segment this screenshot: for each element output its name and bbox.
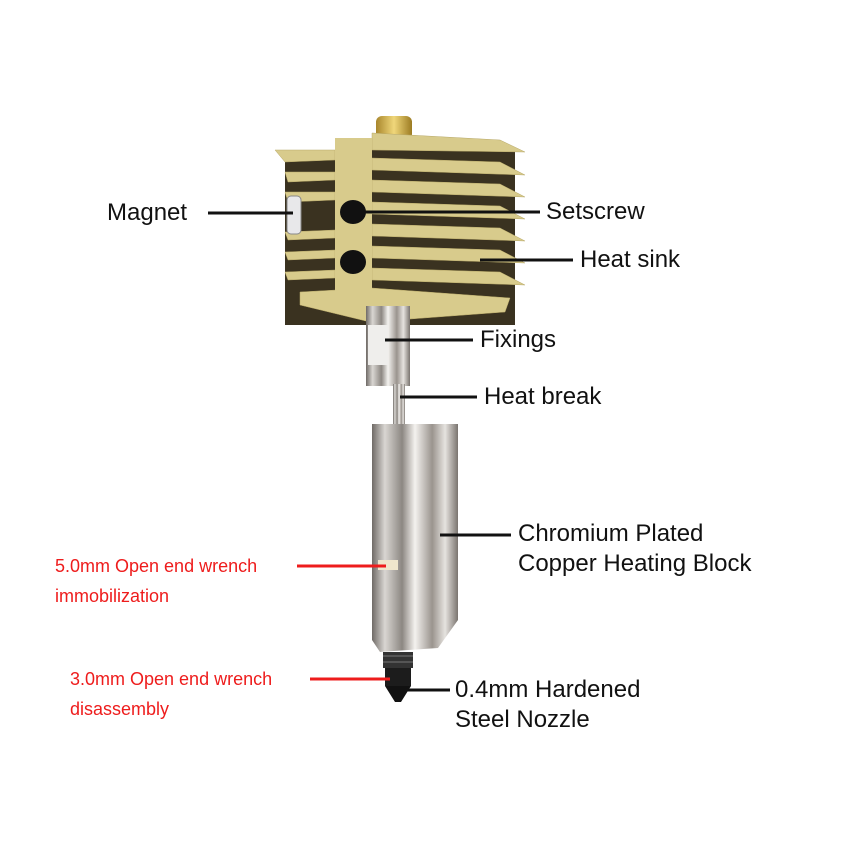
label-nozzle-2: Steel Nozzle bbox=[455, 706, 590, 733]
nozzle bbox=[383, 652, 413, 702]
leader-lines bbox=[208, 210, 573, 692]
heat-break bbox=[393, 384, 405, 424]
setscrew-lower bbox=[340, 250, 366, 274]
label-fixings: Fixings bbox=[480, 326, 557, 353]
note-wrench3-1: 3.0mm Open end wrench bbox=[70, 669, 273, 689]
heating-block bbox=[372, 424, 458, 652]
note-wrench5-2: immobilization bbox=[55, 586, 170, 606]
heat-sink bbox=[274, 132, 526, 325]
label-heating-block-2: Copper Heating Block bbox=[518, 550, 752, 577]
label-heat-break: Heat break bbox=[484, 383, 602, 410]
red-leader-lines bbox=[297, 564, 390, 681]
magnet bbox=[286, 195, 302, 235]
label-nozzle-1: 0.4mm Hardened bbox=[455, 676, 641, 703]
label-setscrew: Setscrew bbox=[546, 198, 645, 225]
label-heat-sink: Heat sink bbox=[580, 246, 681, 273]
setscrew-upper bbox=[340, 200, 366, 224]
label-heating-block-1: Chromium Plated bbox=[518, 520, 704, 547]
note-wrench5-1: 5.0mm Open end wrench bbox=[55, 556, 258, 576]
note-wrench3-2: disassembly bbox=[70, 699, 170, 719]
label-magnet: Magnet bbox=[107, 199, 188, 226]
